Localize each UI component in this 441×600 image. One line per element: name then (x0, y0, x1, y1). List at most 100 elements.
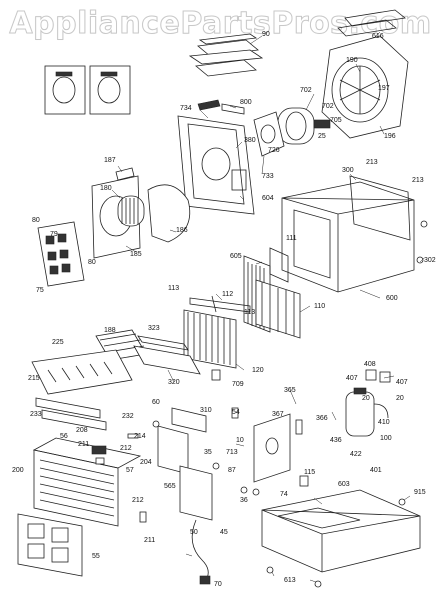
callout-80: 80 (32, 217, 40, 224)
callout-380: 380 (244, 137, 256, 144)
callout-300: 300 (342, 167, 354, 174)
callout-408: 408 (364, 361, 376, 368)
callout-180: 180 (100, 185, 112, 192)
callout-436: 436 (330, 437, 342, 444)
part-603-base-pan (261, 489, 421, 573)
callout-74: 74 (280, 491, 288, 498)
callout-365: 365 (284, 387, 296, 394)
part-225-louver-frame (31, 349, 133, 395)
callout-733: 733 (262, 173, 274, 180)
callout-800: 800 (240, 99, 252, 106)
callout-323: 323 (148, 325, 160, 332)
part-565-bracket (179, 465, 213, 521)
part-55-filter (17, 513, 83, 577)
callout-188: 188 (104, 327, 116, 334)
callout-190: 190 (346, 57, 358, 64)
callout-407: 407 (396, 379, 408, 386)
callout-233: 233 (30, 411, 42, 418)
callout-186: 186 (176, 227, 188, 234)
callout-215: 215 (28, 375, 40, 382)
callout-366: 366 (316, 415, 328, 422)
part-208-rails (35, 397, 107, 431)
callout-187: 187 (104, 157, 116, 164)
callout-70: 70 (214, 581, 222, 588)
part-200-front-grille (32, 437, 142, 527)
part-70-cord (191, 519, 211, 585)
watermark: AppliancePartsPros.com (9, 6, 432, 42)
callout-45: 45 (220, 529, 228, 536)
callout-709: 709 (232, 381, 244, 388)
callout-36: 36 (240, 497, 248, 504)
part-110-coil (255, 279, 301, 339)
callout-214: 214 (134, 433, 146, 440)
callout-367: 367 (272, 411, 284, 418)
callout-80: 80 (88, 259, 96, 266)
part-10-bracket (253, 413, 291, 483)
callout-90: 90 (262, 31, 270, 38)
callout-35: 35 (204, 449, 212, 456)
callout-185: 185 (130, 251, 142, 258)
callout-20: 20 (362, 395, 370, 402)
callout-54: 54 (232, 409, 240, 416)
part-320-channel (133, 335, 201, 375)
callout-115: 115 (304, 469, 315, 476)
part-600-cabinet (281, 181, 415, 293)
callout-734: 734 (180, 105, 192, 112)
callout-113: 113 (168, 285, 179, 292)
callout-75: 75 (36, 287, 44, 294)
part-310-control (171, 407, 207, 433)
callout-212: 212 (132, 497, 144, 504)
part-187-clip (115, 167, 135, 181)
part-100-compressor (345, 387, 389, 437)
callout-25: 25 (318, 133, 326, 140)
callout-55: 55 (92, 553, 100, 560)
callout-212: 212 (120, 445, 132, 452)
callout-113: 113 (244, 309, 255, 316)
part-604-bulkhead (177, 115, 255, 215)
callout-208: 208 (76, 427, 88, 434)
callout-20: 20 (396, 395, 404, 402)
part-112-113-brackets (189, 295, 251, 313)
callout-565: 565 (164, 483, 176, 490)
callout-204: 204 (140, 459, 152, 466)
part-186-scroll (147, 184, 191, 243)
callout-225: 225 (52, 339, 64, 346)
callout-213: 213 (366, 159, 378, 166)
part-75-control-panel (37, 221, 85, 287)
callout-616: 616 (372, 33, 384, 40)
callout-211: 211 (144, 537, 155, 544)
callout-702: 702 (322, 103, 334, 110)
leader-lines (111, 31, 425, 583)
callout-111: 111 (286, 235, 297, 242)
callout-604: 604 (262, 195, 274, 202)
callout-87: 87 (228, 467, 236, 474)
callout-713: 713 (226, 449, 238, 456)
callout-407: 407 (346, 375, 358, 382)
callout-112: 112 (222, 291, 233, 298)
callout-613: 613 (284, 577, 296, 584)
callout-320: 320 (168, 379, 180, 386)
callout-603: 603 (338, 481, 350, 488)
small-parts (95, 220, 428, 588)
callout-211: 211 (78, 441, 89, 448)
part-300-gasket (349, 175, 411, 241)
callout-422: 422 (350, 451, 362, 458)
part-180-blower-wheel (117, 195, 145, 227)
callout-705: 705 (330, 117, 342, 124)
part-90-filter (188, 33, 264, 77)
part-190-fan-blade (331, 57, 389, 123)
callout-197: 197 (378, 85, 390, 92)
callout-310: 310 (200, 407, 212, 414)
callout-196: 196 (384, 133, 396, 140)
callout-302: 302 (424, 257, 436, 264)
callout-120: 120 (252, 367, 264, 374)
part-408-overload (365, 369, 391, 383)
callout-50: 50 (190, 529, 198, 536)
callout-56: 56 (60, 433, 68, 440)
callout-605: 605 (230, 253, 242, 260)
callout-401: 401 (370, 467, 382, 474)
callout-79: 79 (50, 231, 58, 238)
